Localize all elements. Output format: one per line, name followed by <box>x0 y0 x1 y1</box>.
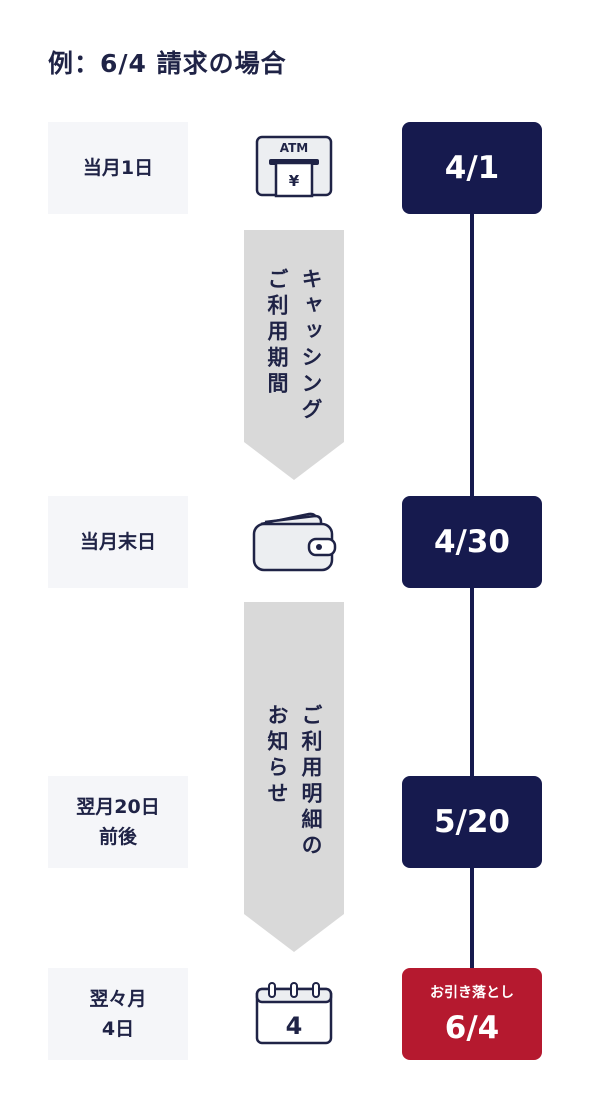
arrow-cashing-period <box>244 230 344 480</box>
yen-symbol: ¥ <box>289 172 300 190</box>
row-label-line1: 翌々月 <box>89 987 147 1010</box>
arrow-1-text-col2: ご利用期間 <box>265 268 289 398</box>
date-text: 4/1 <box>444 150 500 186</box>
atm-icon: ATM ¥ <box>255 135 333 198</box>
row-label-line1: 翌月20日 <box>76 795 160 818</box>
calendar-day-text: 4 <box>286 1012 303 1040</box>
date-text: 6/4 <box>444 1010 500 1046</box>
arrow-2-text-col1: ご利用明細の <box>299 704 323 860</box>
row-label-month-after-next-4th: 翌々月 4日 <box>48 968 188 1060</box>
page-title: 例：6/4 請求の場合 <box>48 49 287 78</box>
row-label-end-of-month: 当月末日 <box>48 496 188 588</box>
date-box-6-4-withdrawal: お引き落とし 6/4 <box>402 968 542 1060</box>
date-box-4-30: 4/30 <box>402 496 542 588</box>
atm-text: ATM <box>280 141 308 155</box>
arrow-statement-notice <box>244 602 344 952</box>
date-text: 4/30 <box>433 524 511 560</box>
date-box-4-1: 4/1 <box>402 122 542 214</box>
timeline-line <box>470 200 474 1000</box>
date-text: 5/20 <box>433 804 511 840</box>
row-label-line1: 当月1日 <box>82 156 154 179</box>
arrow-1-text-col1: キャッシング <box>299 268 323 424</box>
date-box-5-20: 5/20 <box>402 776 542 868</box>
withdrawal-note: お引き落とし <box>430 985 514 1001</box>
row-label-line2: 4日 <box>101 1018 135 1040</box>
arrow-2-text-col2: お知らせ <box>265 704 289 808</box>
row-label-around-next-month-20th: 翌月20日 前後 <box>48 776 188 868</box>
wallet-icon <box>252 512 337 572</box>
row-label-line1: 当月末日 <box>79 530 156 553</box>
calendar-icon: 4 <box>255 982 333 1045</box>
row-label-start-of-month: 当月1日 <box>48 122 188 214</box>
row-label-line2: 前後 <box>98 826 137 848</box>
